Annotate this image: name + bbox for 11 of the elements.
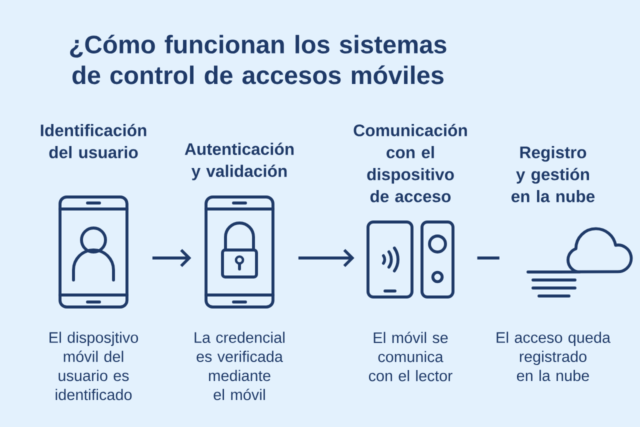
- title: ¿Cómo funcionan los sistemas de control de accesos móviles: [70, 34, 446, 84]
- step-heading: Identificación del usuario: [40, 124, 146, 158]
- step-description: El móvil se comunica con el lector: [368, 332, 452, 382]
- step-heading: Comunicación con el dispositivo de acceso: [354, 124, 467, 202]
- step-description: El acceso queda registrado en la nube: [496, 332, 610, 382]
- step-heading: Autenticación y validación: [184, 142, 294, 180]
- step-description: La credencial es verificada mediante el móvil: [194, 332, 284, 400]
- arrow: [298, 248, 354, 268]
- arrow: [152, 248, 192, 268]
- step-heading: Registro y gestión en la nube: [512, 146, 595, 202]
- step-description: El disposjtivo móvil del usuario es identificado: [50, 332, 138, 400]
